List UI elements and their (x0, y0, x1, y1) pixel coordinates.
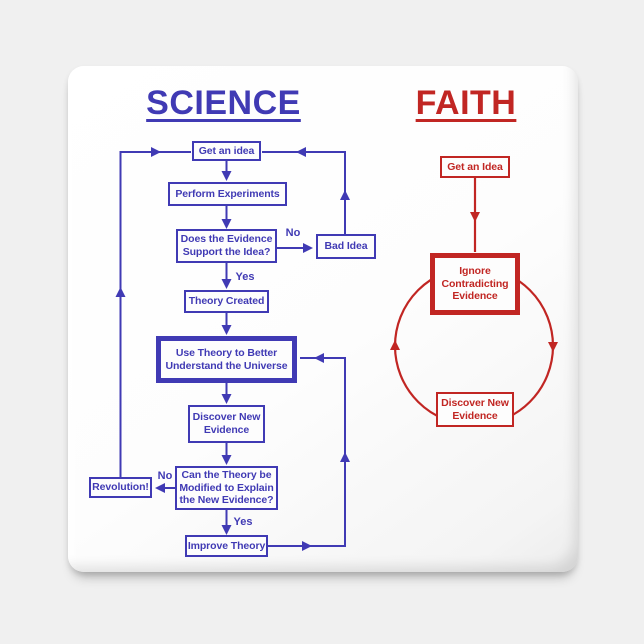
science-node-bad-idea: Bad Idea (316, 234, 376, 259)
faith-title: FAITH (415, 84, 517, 122)
science-node-discover-new-evidence: Discover New Evidence (188, 405, 265, 443)
faith-node-discover-new-evidence: Discover New Evidence (436, 392, 514, 427)
faith-node-ignore-contradicting-evidence: Ignore Contradicting Evidence (430, 253, 520, 315)
science-node-modify-question: Can the Theory be Modified to Explain th… (175, 466, 278, 510)
edge-label-no-bad-idea: No (285, 227, 301, 239)
science-node-revolution: Revolution! (89, 477, 152, 498)
faith-node-get-an-idea: Get an Idea (440, 156, 510, 178)
science-node-improve-theory: Improve Theory (185, 535, 268, 557)
science-node-theory-created: Theory Created (184, 290, 269, 313)
edge-label-no-revolution: No (157, 470, 173, 482)
edge-label-yes-theory-created: Yes (235, 271, 255, 283)
science-node-evidence-question: Does the Evidence Support the Idea? (176, 229, 277, 263)
science-arrows (115, 147, 350, 551)
science-node-get-an-idea: Get an idea (192, 141, 261, 161)
science-title: SCIENCE (146, 84, 301, 122)
science-node-use-theory: Use Theory to Better Understand the Univ… (156, 336, 297, 383)
science-node-perform-experiments: Perform Experiments (168, 182, 287, 206)
edge-label-yes-improve-theory: Yes (233, 516, 253, 528)
